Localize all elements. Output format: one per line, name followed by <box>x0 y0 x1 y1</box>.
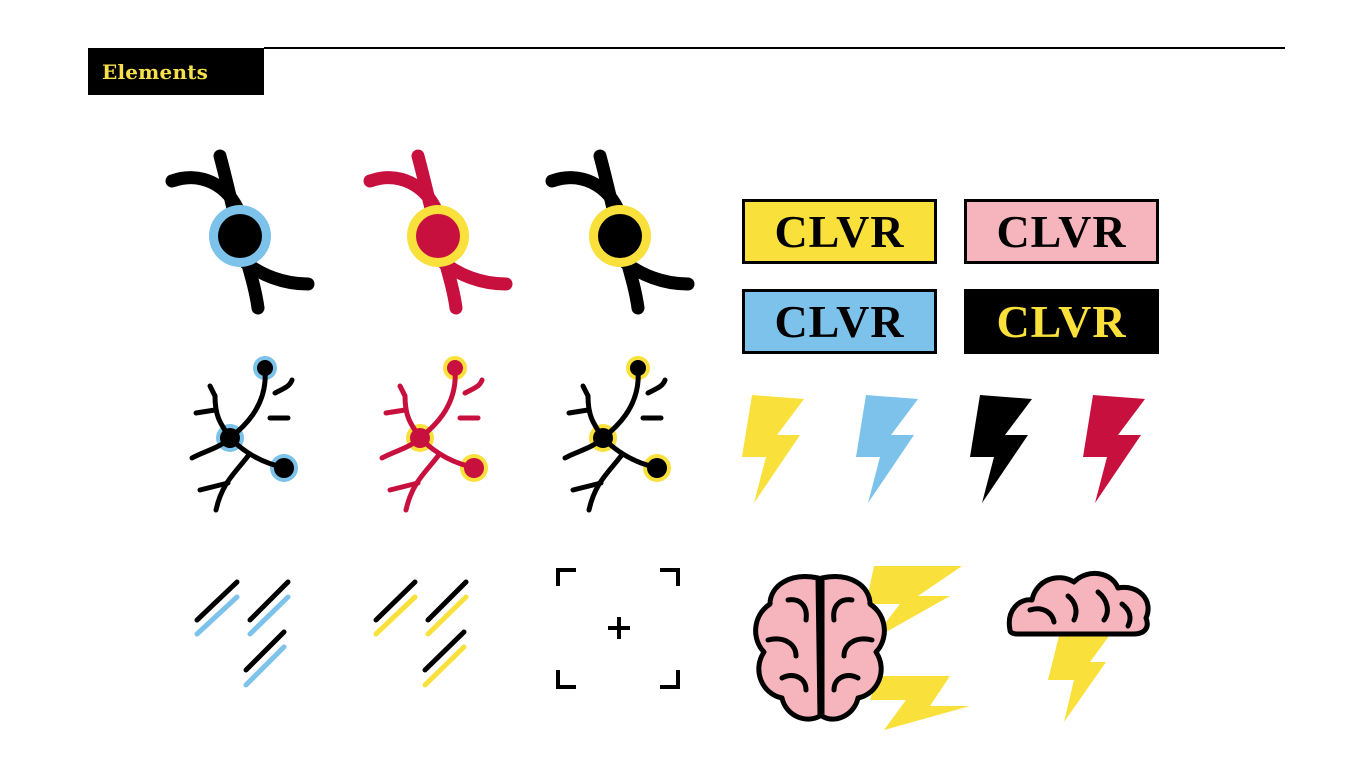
neuron-icon-blue <box>192 356 298 510</box>
lightning-icon-black <box>970 395 1032 503</box>
viewfinder-icon <box>556 568 680 689</box>
header-rule <box>264 47 1285 49</box>
clvr-badge-yellow: CLVR <box>742 199 937 264</box>
brain-lightning-icon <box>753 566 970 730</box>
neuron-icon-black-yellow <box>565 356 671 510</box>
lightning-icon-red <box>1083 395 1145 503</box>
brain-storm-icon <box>1006 571 1151 722</box>
speed-lines-icon-yellow <box>373 579 469 688</box>
section-header: Elements <box>88 48 264 95</box>
synapse-icon-red <box>370 156 506 308</box>
speed-lines-icon-blue <box>194 579 291 688</box>
neuron-icon-red <box>382 356 488 510</box>
clvr-badge-pink: CLVR <box>964 199 1159 264</box>
lightning-icon-yellow <box>742 395 804 503</box>
lightning-icon-blue <box>856 395 918 503</box>
synapse-icon-black-yellow <box>552 156 688 308</box>
section-title: Elements <box>102 59 209 84</box>
synapse-icon-blue <box>172 156 308 308</box>
clvr-badge-blue: CLVR <box>742 289 937 354</box>
clvr-badge-black: CLVR <box>964 289 1159 354</box>
